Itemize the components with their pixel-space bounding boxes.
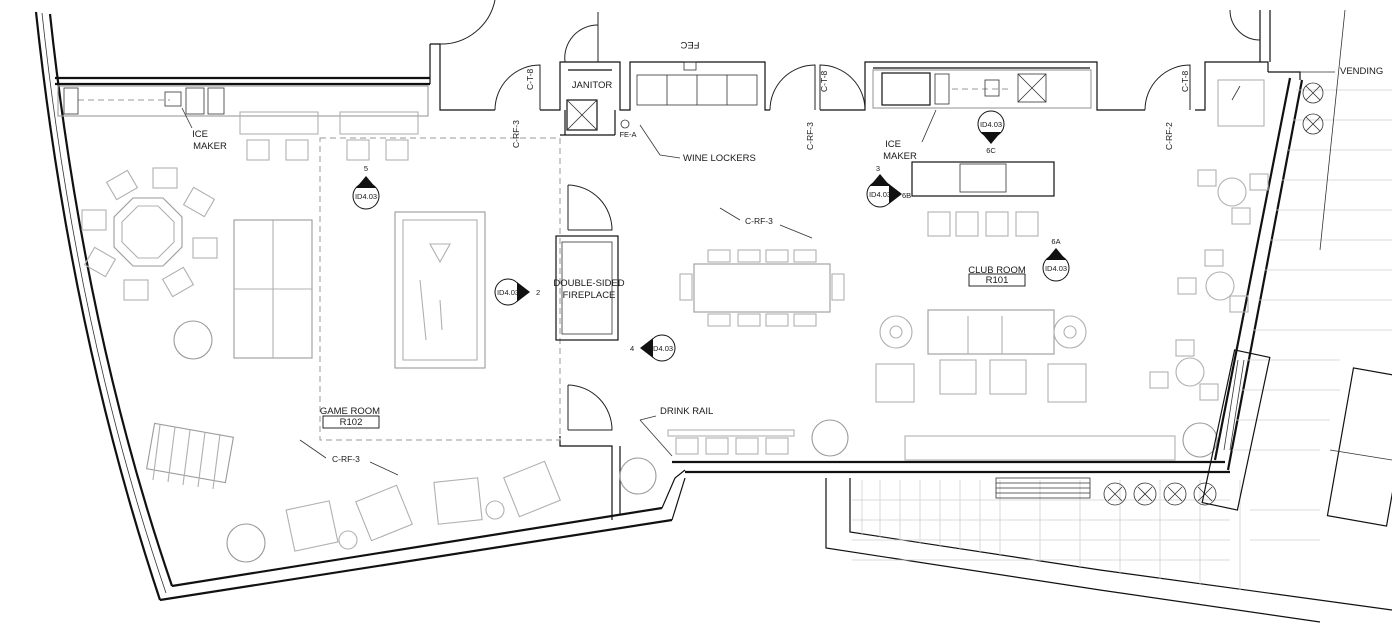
doors [439, 0, 1261, 431]
finish-tag-c-rf-3: C-RF-3 [332, 454, 360, 464]
game-room-boundary [319, 137, 561, 441]
octagon-game-table [81, 167, 218, 301]
foosball-table [145, 422, 235, 490]
bistro-tables [1149, 79, 1269, 401]
wine-lockers-label: WINE LOCKERS [683, 153, 756, 164]
elevation-view-number: 3 [876, 164, 880, 173]
finish-tag-c-t-8: C-T-8 [525, 68, 535, 90]
room-name: CLUB ROOM [968, 265, 1026, 276]
bar-counter-left [57, 85, 429, 161]
vending-label: VENDING [1340, 66, 1383, 77]
fireplace [555, 235, 619, 341]
drink-rail-label: DRINK RAIL [660, 406, 713, 417]
pool-table [394, 211, 486, 369]
fireplace-label-line1: DOUBLE-SIDED [553, 278, 624, 289]
finish-tag-c-rf-3: C-RF-3 [805, 122, 815, 150]
elevation-tag-4: 4 ID4.03 [630, 334, 676, 362]
elevation-sheet-number: ID4.03 [651, 344, 673, 353]
room-number: R101 [986, 275, 1009, 286]
game-room-lounge-chairs [285, 460, 561, 552]
elevation-view-number: 6A [1051, 237, 1060, 246]
elevation-tag-6c: 6C ID4.03 [977, 110, 1005, 155]
finish-tag-c-t-8: C-T-8 [819, 70, 829, 92]
wine-lockers [636, 61, 758, 156]
ice-maker-2-label-line2: MAKER [883, 151, 917, 162]
elevation-view-number: 6B [902, 191, 911, 200]
finish-tag-c-t-8: C-T-8 [1180, 70, 1190, 92]
room-number: R102 [340, 417, 363, 428]
finish-tag-c-rf-3: C-RF-3 [745, 216, 773, 226]
elevation-tag-3-6b: 3 6B ID4.03 [866, 164, 911, 208]
janitor-closet [566, 99, 630, 131]
elevation-view-number: 6C [986, 146, 996, 155]
ping-pong-table [233, 219, 313, 359]
ice-maker-2-label-line1: ICE [885, 139, 901, 150]
fireplace-label-line2: FIREPLACE [563, 290, 616, 301]
elevation-sheet-number: ID4.03 [355, 192, 377, 201]
finish-tag-c-rf-3: C-RF-3 [511, 120, 521, 148]
fec-label: FEC [680, 39, 699, 50]
elevation-tag-5: 5 ID4.03 [352, 164, 380, 210]
elevation-sheet-number: ID4.03 [497, 288, 519, 297]
exterior-walls [34, 10, 1304, 602]
elevation-sheet-number: ID4.03 [1045, 264, 1067, 273]
kitchen-counter [872, 69, 1092, 237]
finish-tag-c-rf-2: C-RF-2 [1164, 122, 1174, 150]
elevation-tag-2: 2 ID4.03 [494, 278, 540, 306]
ice-maker-label-line2: MAKER [193, 141, 227, 152]
janitor-label: JANITOR [572, 80, 613, 91]
terrace [825, 9, 1392, 623]
elevation-sheet-number: ID4.03 [869, 190, 891, 199]
elevation-view-number: 5 [364, 164, 368, 173]
room-label-club-room: CLUB ROOM R101 [968, 265, 1026, 287]
elevation-view-number: 2 [536, 288, 540, 297]
fe-a-label: FE-A [619, 130, 636, 139]
elevation-view-number: 4 [630, 344, 634, 353]
club-room-seating [875, 309, 1176, 461]
elevation-tag-6a: 6A ID4.03 [1042, 237, 1070, 282]
dining-table [679, 249, 845, 327]
room-name: GAME ROOM [320, 406, 380, 417]
planters [173, 320, 1218, 563]
room-label-game-room: GAME ROOM R102 [320, 406, 380, 429]
ice-maker-label-line1: ICE [192, 129, 208, 140]
elevation-sheet-number: ID4.03 [980, 120, 1002, 129]
drink-rail [667, 429, 795, 455]
